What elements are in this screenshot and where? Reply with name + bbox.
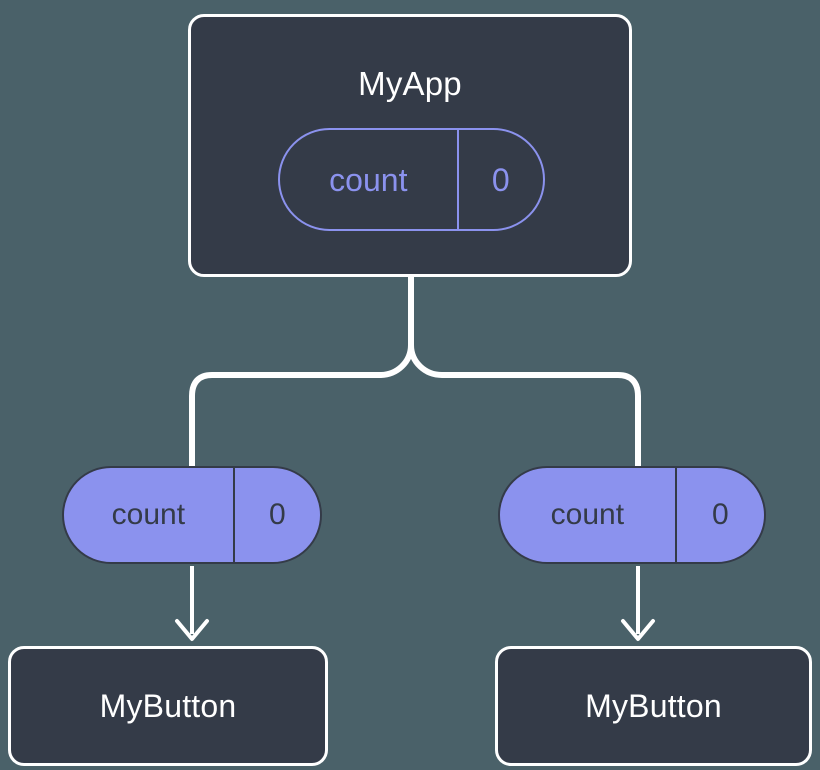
node-myapp[interactable]: MyApp	[188, 14, 632, 277]
prop-pill-right-key: count	[500, 468, 677, 562]
node-mybutton-right[interactable]: MyButton	[495, 646, 812, 766]
props-arrow-left-head	[175, 619, 209, 641]
props-arrow-right-head	[621, 619, 655, 641]
node-mybutton-right-label: MyButton	[585, 688, 722, 724]
node-mybutton-left-label: MyButton	[99, 688, 237, 724]
node-mybutton-left[interactable]: MyButton	[8, 646, 328, 766]
prop-pill-left[interactable]: count 0	[62, 466, 322, 564]
prop-pill-left-value: 0	[268, 498, 286, 531]
node-myapp-label: MyApp	[358, 65, 462, 102]
prop-pill-right-value: 0	[711, 498, 729, 531]
edge-fork-left	[189, 274, 414, 469]
edge-fork-right	[408, 342, 641, 469]
prop-pill-right[interactable]: count 0	[498, 466, 766, 564]
state-pill-myapp[interactable]: count 0	[278, 128, 545, 231]
state-pill-myapp-key: count	[280, 130, 459, 229]
prop-pill-left-key: count	[64, 468, 235, 562]
state-pill-myapp-value: 0	[491, 161, 510, 198]
